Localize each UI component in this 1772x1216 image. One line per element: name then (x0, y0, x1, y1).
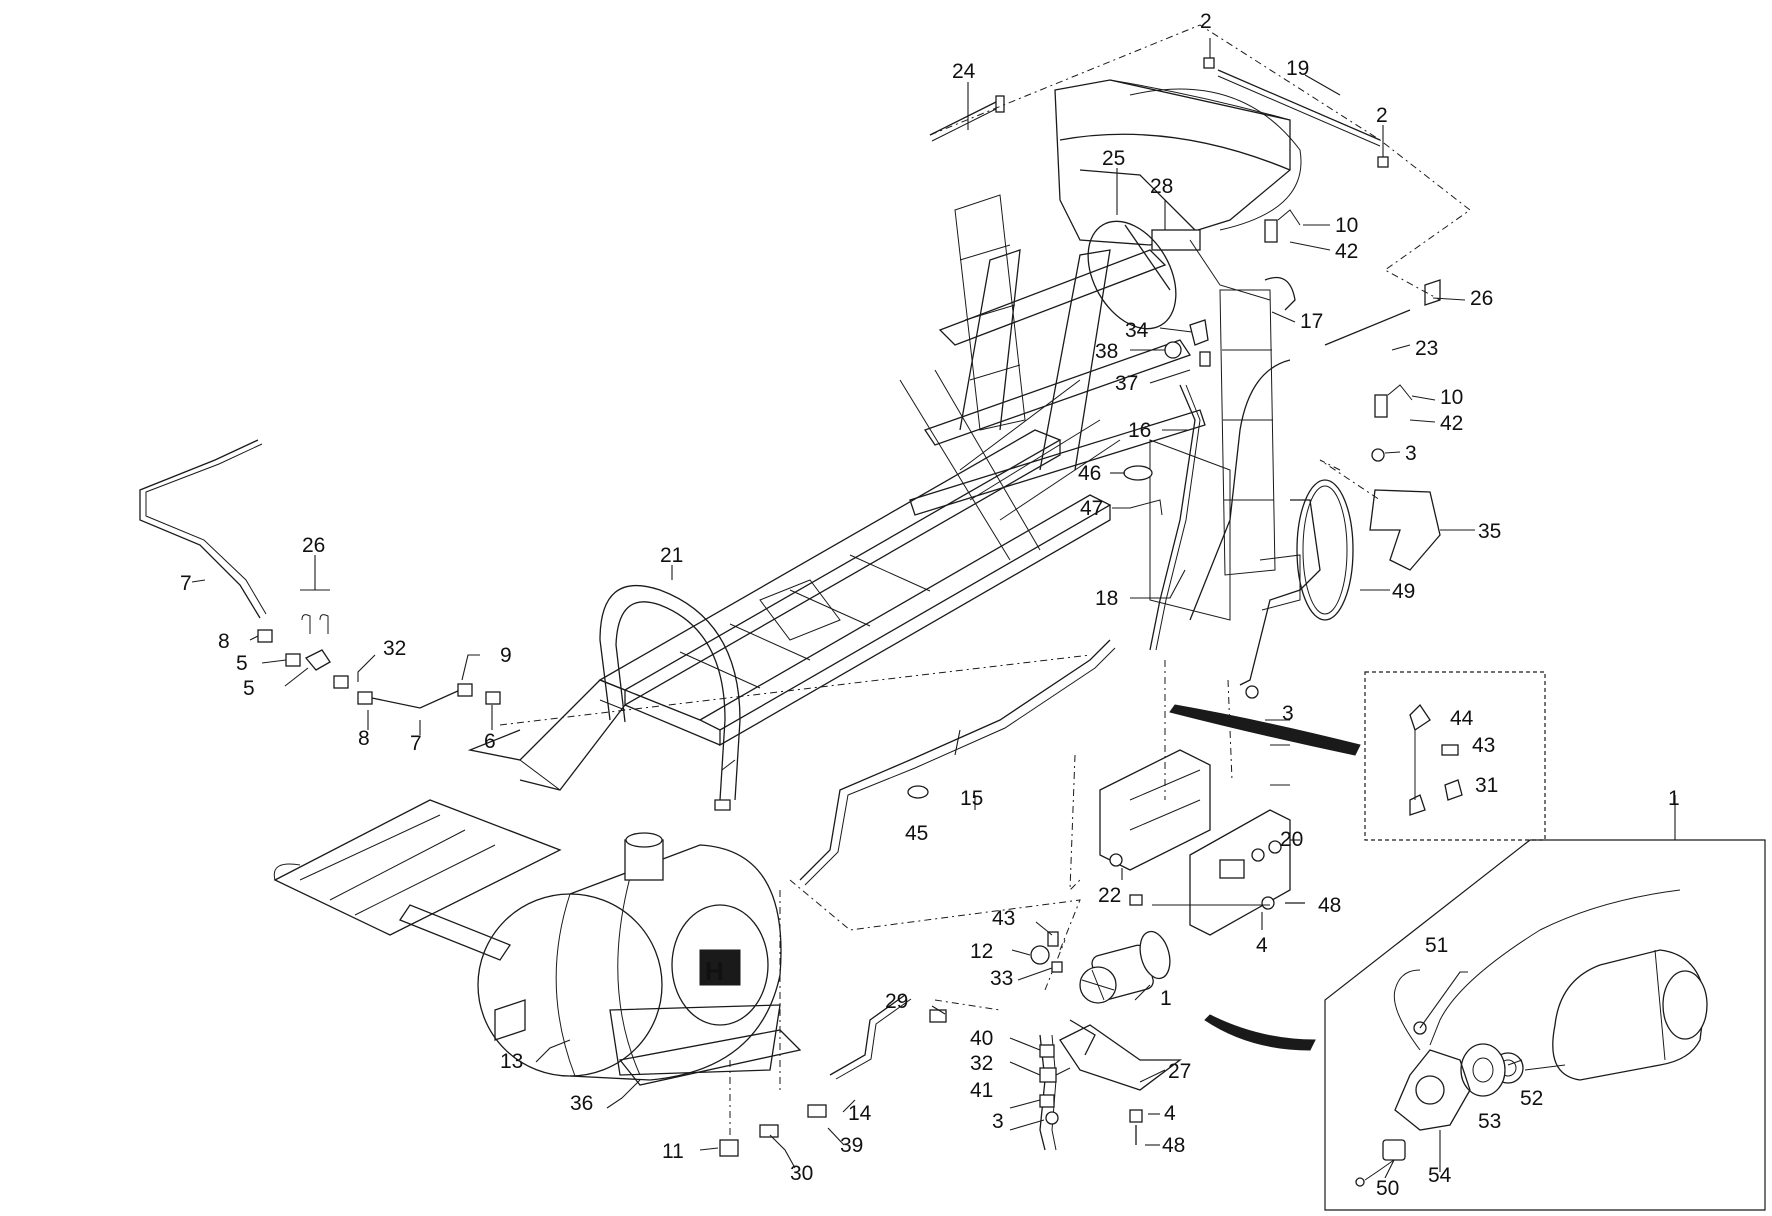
callout-27: 27 (1168, 1060, 1191, 1083)
fittings (257, 57, 1441, 1157)
callout-15: 15 (960, 787, 983, 810)
callout-43a: 43 (1472, 734, 1495, 757)
callout-47: 47 (1080, 497, 1103, 520)
callout-50: 50 (1376, 1177, 1399, 1200)
callout-44: 44 (1450, 707, 1474, 730)
callout-40: 40 (970, 1027, 993, 1050)
callout-42b: 42 (1440, 412, 1463, 435)
callout-31: 31 (1475, 774, 1498, 797)
callout-5a: 5 (236, 652, 248, 675)
callout-3b: 3 (1282, 702, 1294, 725)
svg-text:H: H (705, 956, 724, 986)
callout-35: 35 (1478, 520, 1501, 543)
callout-37: 37 (1115, 372, 1138, 395)
brackets (1059, 749, 1291, 1091)
callout-52: 52 (1520, 1087, 1543, 1110)
callout-10b: 10 (1440, 386, 1463, 409)
connector-lines (499, 24, 1471, 1135)
callout-41: 41 (970, 1079, 993, 1102)
callout-9: 9 (500, 644, 512, 667)
callout-19: 19 (1286, 57, 1309, 80)
callout-32a: 5 (243, 677, 255, 700)
callout-5b: 32 (383, 637, 406, 660)
callout-51: 51 (1425, 934, 1448, 957)
callout-2a: 2 (1200, 10, 1212, 33)
callout-30: 30 (790, 1162, 813, 1185)
callout-10a: 10 (1335, 214, 1358, 237)
callout-46: 46 (1078, 462, 1101, 485)
leader-lines (191, 38, 1676, 1179)
callout-16: 16 (1128, 419, 1151, 442)
callout-7b: 7 (410, 732, 422, 755)
fitting-detail-inset (1169, 671, 1546, 841)
callout-17: 17 (1300, 310, 1323, 333)
callout-28: 28 (1150, 175, 1173, 198)
hoses (139, 69, 1411, 1151)
spray-tank: H (273, 799, 802, 1086)
callout-29: 29 (885, 990, 908, 1013)
callout-1a: 1 (1668, 787, 1680, 810)
callout-25: 25 (1102, 147, 1125, 170)
hopper (1054, 79, 1302, 330)
callout-49: 49 (1392, 580, 1415, 603)
callout-12: 12 (970, 940, 993, 963)
callout-2b: 2 (1376, 104, 1388, 127)
callout-8a: 8 (218, 630, 230, 653)
callout-20: 20 (1280, 828, 1303, 851)
callout-14: 14 (848, 1102, 872, 1125)
callout-48a: 48 (1318, 894, 1341, 917)
callout-39: 39 (840, 1134, 863, 1157)
callout-34: 34 (1125, 319, 1149, 342)
callout-53: 53 (1478, 1110, 1501, 1133)
callout-54: 54 (1428, 1164, 1452, 1187)
hoop-bar (599, 585, 741, 811)
callout-42a: 42 (1335, 240, 1358, 263)
callout-4b: 4 (1164, 1102, 1176, 1125)
callout-labels: 2 2 19 24 25 28 10 42 26 34 17 38 23 37 … (180, 10, 1680, 1200)
callout-45: 45 (905, 822, 928, 845)
callout-23: 23 (1415, 337, 1438, 360)
callout-7a: 7 (180, 572, 192, 595)
callout-3a: 3 (1405, 442, 1417, 465)
callout-38: 38 (1095, 340, 1118, 363)
pump-detail-inset (1204, 839, 1766, 1211)
callout-33: 33 (990, 967, 1013, 990)
callout-6: 6 (484, 730, 496, 753)
callout-4a: 4 (1256, 934, 1268, 957)
callout-36: 36 (570, 1092, 593, 1115)
callout-8b: 8 (358, 727, 370, 750)
callout-32b: 32 (970, 1052, 993, 1075)
callout-13: 13 (500, 1050, 523, 1073)
callout-26b: 26 (302, 534, 325, 557)
callout-11: 11 (662, 1140, 684, 1163)
callout-26a: 26 (1470, 287, 1493, 310)
callout-21: 21 (660, 544, 683, 567)
callout-18: 18 (1095, 587, 1118, 610)
pump-assembly (1079, 930, 1171, 1004)
callout-43b: 43 (992, 907, 1015, 930)
callout-22: 22 (1098, 884, 1121, 907)
callout-3c: 3 (992, 1110, 1004, 1133)
callout-24: 24 (952, 60, 976, 83)
callout-1b: 1 (1160, 987, 1172, 1010)
chassis-frame (467, 194, 1301, 791)
callout-48b: 48 (1162, 1134, 1185, 1157)
